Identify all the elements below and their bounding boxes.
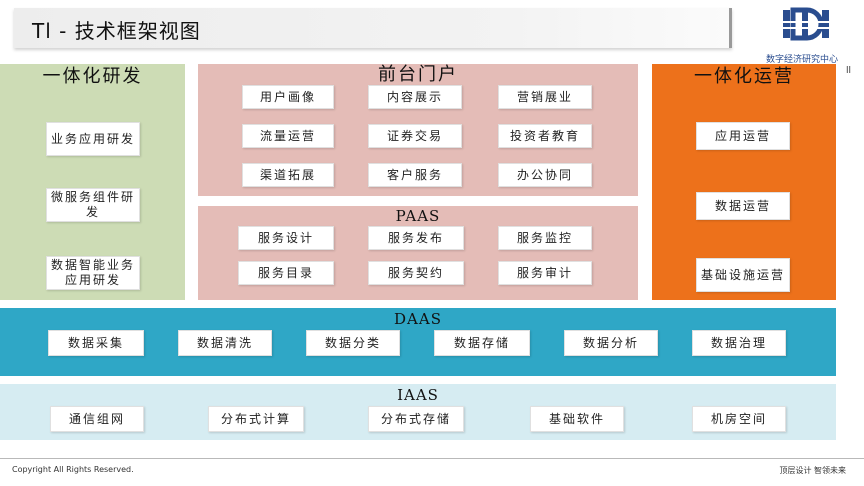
page-title: Tl - 技术框架视图 [32,19,201,43]
portal-item-channel-expansion: 渠道拓展 [242,163,334,187]
footer-divider [0,458,864,459]
front-portal-panel: 前台门户 用户画像 内容展示 营销展业 流量运营 证券交易 投资者教育 渠道拓展… [198,64,638,196]
daas-item-governance: 数据治理 [692,330,786,356]
daas-item-cleansing: 数据清洗 [178,330,272,356]
iaas-item-networking: 通信组网 [50,406,144,432]
iaas-item-base-software: 基础软件 [530,406,624,432]
iaas-title: IAAS [397,386,439,404]
logo-caption: 数字经济研究中心 [766,55,839,65]
portal-item-user-profile: 用户画像 [242,85,334,109]
iaas-panel: IAAS 通信组网 分布式计算 分布式存储 基础软件 机房空间 [0,384,836,440]
paas-item-service-audit: 服务审计 [498,261,592,285]
title-bar: Tl - 技术框架视图 [14,8,732,48]
side-mark: ll [846,66,852,76]
integrated-ops-panel: 一体化运营 应用运营 数据运营 基础设施运营 [652,64,836,300]
paas-item-service-monitor: 服务监控 [498,226,592,250]
portal-item-content-display: 内容展示 [368,85,462,109]
paas-panel: PAAS 服务设计 服务发布 服务监控 服务目录 服务契约 服务审计 [198,206,638,300]
daas-panel: DAAS 数据采集 数据清洗 数据分类 数据存储 数据分析 数据治理 [0,308,836,376]
ops-item-infra-ops: 基础设施运营 [696,258,790,292]
ops-item-data-ops: 数据运营 [696,192,790,220]
daas-item-classification: 数据分类 [306,330,400,356]
dev-item-business-app: 业务应用研发 [46,122,140,156]
portal-item-customer-service: 客户服务 [368,163,462,187]
paas-item-service-design: 服务设计 [238,226,334,250]
paas-item-service-catalog: 服务目录 [238,261,334,285]
iaas-item-distributed-compute: 分布式计算 [208,406,304,432]
paas-item-service-publish: 服务发布 [368,226,464,250]
daas-item-storage: 数据存储 [434,330,530,356]
idi-logo-icon [782,7,830,41]
paas-item-service-contract: 服务契约 [368,261,464,285]
paas-title: PAAS [395,207,441,225]
daas-item-collection: 数据采集 [48,330,144,356]
front-portal-title: 前台门户 [378,64,458,85]
daas-title: DAAS [394,310,442,328]
integrated-dev-title: 一体化研发 [42,66,143,87]
ops-item-app-ops: 应用运营 [696,122,790,150]
integrated-ops-title: 一体化运营 [694,66,794,87]
iaas-item-datacenter-space: 机房空间 [692,406,786,432]
dev-item-data-intelligence: 数据智能业务应用研发 [46,256,140,290]
daas-item-analysis: 数据分析 [564,330,658,356]
portal-item-traffic-ops: 流量运营 [242,124,334,148]
portal-item-securities-trading: 证券交易 [368,124,462,148]
copyright-text: Copyright All Rights Reserved. [12,465,134,474]
dev-item-microservice: 微服务组件研发 [46,188,140,222]
iaas-item-distributed-storage: 分布式存储 [368,406,464,432]
portal-item-office-collaboration: 办公协同 [498,163,592,187]
integrated-dev-panel: 一体化研发 业务应用研发 微服务组件研发 数据智能业务应用研发 [0,64,185,300]
portal-item-investor-education: 投资者教育 [498,124,592,148]
slogan-text: 顶层设计 智领未来 [779,466,846,475]
portal-item-marketing: 营销展业 [498,85,592,109]
